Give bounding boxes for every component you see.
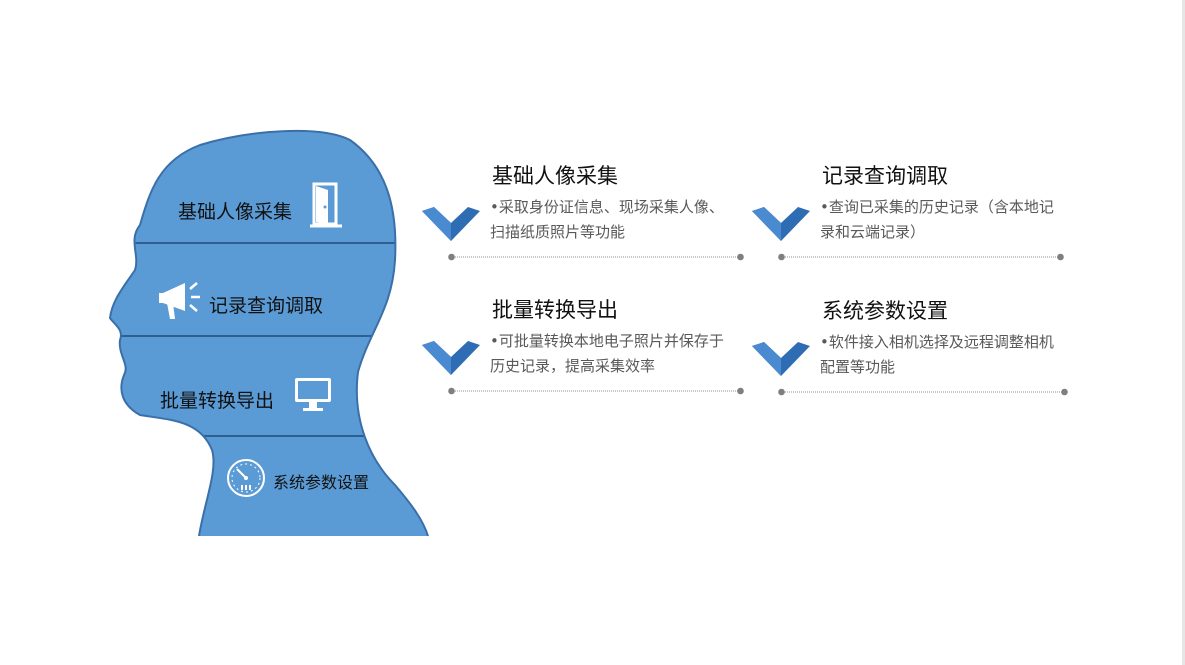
monitor-icon: [293, 376, 333, 418]
feature-description: •采取身份证信息、现场采集人像、扫描纸质照片等功能: [490, 198, 724, 241]
chevron-down-icon: [422, 341, 480, 375]
head-segment-label-4: 系统参数设置: [273, 473, 370, 492]
divider-line: [778, 253, 1064, 261]
slide-edge: [1182, 0, 1185, 665]
chevron-down-icon: [752, 342, 810, 376]
head-segment-label-2: 记录查询调取: [209, 295, 324, 317]
feature-title: 系统参数设置: [822, 299, 948, 323]
feature-description: •可批量转换本地电子照片并保存于历史记录，提高采集效率: [490, 332, 724, 375]
head-segment-label-1: 基础人像采集: [178, 201, 293, 223]
chevron-down-icon: [752, 207, 810, 241]
feature-title: 批量转换导出: [492, 298, 618, 322]
feature-description: •查询已采集的历史记录（含本地记录和云端记录）: [820, 198, 1054, 241]
chevron-down-icon: [422, 207, 480, 241]
divider-line: [448, 253, 744, 261]
megaphone-icon: [157, 277, 203, 327]
gauge-icon: [226, 458, 266, 502]
feature-title: 记录查询调取: [822, 164, 948, 188]
feature-title: 基础人像采集: [492, 164, 618, 188]
divider-line: [778, 388, 1068, 396]
head-segment-label-3: 批量转换导出: [160, 390, 275, 412]
door-icon: [308, 181, 344, 233]
divider-line: [448, 387, 744, 395]
feature-description: •软件接入相机选择及远程调整相机配置等功能: [820, 333, 1054, 376]
